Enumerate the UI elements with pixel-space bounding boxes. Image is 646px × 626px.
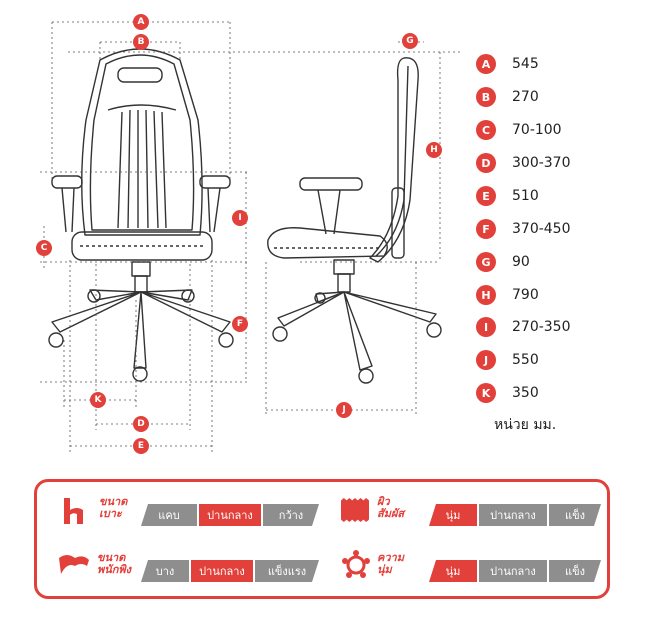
- surface-option-firm: แข็ง: [549, 504, 601, 526]
- dimension-value: 550: [512, 352, 539, 368]
- dimension-marker-e: E: [133, 438, 149, 454]
- legend-row-k: K 350: [476, 381, 539, 405]
- seat-size-label: ขนาดเบาะ: [99, 495, 128, 520]
- surface-option-soft: นุ่ม: [429, 504, 477, 526]
- legend-row-a: A 545: [476, 52, 539, 76]
- legend-row-f: F 370-450: [476, 217, 571, 241]
- legend-row-b: B 270: [476, 85, 539, 109]
- backrest-size-scale: บาง ปานกลาง แข็งแรง: [141, 560, 319, 582]
- softness-label: ความนุ่ม: [377, 551, 404, 576]
- side-view-chair: [267, 57, 442, 384]
- letter-badge: F: [476, 219, 496, 239]
- dimension-value: 790: [512, 287, 539, 303]
- backrest-size-label: ขนาดพนักพิง: [97, 551, 132, 576]
- legend-row-d: D 300-370: [476, 151, 571, 175]
- softness-option-firm: แข็ง: [549, 560, 601, 582]
- surface-scale: นุ่ม ปานกลาง แข็ง: [429, 504, 601, 526]
- surface-icon: [341, 498, 369, 522]
- surface-option-medium: ปานกลาง: [479, 504, 547, 526]
- letter-badge: J: [476, 350, 496, 370]
- seat-size-option-narrow: แคบ: [141, 504, 197, 526]
- letter-badge: I: [476, 317, 496, 337]
- backrest-size-option-strong: แข็งแรง: [255, 560, 319, 582]
- dimension-value: 510: [512, 188, 539, 204]
- dimension-marker-f: F: [232, 316, 248, 332]
- dimension-marker-c: C: [36, 240, 52, 256]
- dimension-marker-i: I: [232, 210, 248, 226]
- dimension-value: 545: [512, 56, 539, 72]
- legend-row-i: I 270-350: [476, 315, 571, 339]
- softness-option-medium: ปานกลาง: [479, 560, 547, 582]
- dimension-value: 370-450: [512, 221, 571, 237]
- letter-badge: D: [476, 153, 496, 173]
- backrest-size-option-medium: ปานกลาง: [191, 560, 253, 582]
- seat-size-scale: แคบ ปานกลาง กว้าง: [141, 504, 319, 526]
- dimension-value: 270: [512, 89, 539, 105]
- seat-size-icon: [64, 498, 83, 524]
- letter-badge: E: [476, 186, 496, 206]
- dimension-marker-j: J: [336, 402, 352, 418]
- letter-badge: K: [476, 383, 496, 403]
- backrest-size-icon: [59, 555, 89, 574]
- dimension-guides: [40, 21, 460, 452]
- seat-size-option-wide: กว้าง: [263, 504, 319, 526]
- softness-option-soft: นุ่ม: [429, 560, 477, 582]
- seat-size-option-medium: ปานกลาง: [199, 504, 261, 526]
- legend-row-j: J 550: [476, 348, 539, 372]
- surface-label: ผิวสัมผัส: [377, 495, 405, 520]
- dimension-value: 70-100: [512, 122, 562, 138]
- dimension-value: 90: [512, 254, 530, 270]
- letter-badge: G: [476, 252, 496, 272]
- dimension-marker-h: H: [426, 142, 442, 158]
- dimension-value: 270-350: [512, 319, 571, 335]
- front-view-chair: [48, 48, 234, 382]
- softness-icon: [342, 550, 370, 578]
- dimension-value: 350: [512, 385, 539, 401]
- dimension-marker-d: D: [133, 416, 149, 432]
- dimension-marker-b: B: [133, 34, 149, 50]
- legend-row-e: E 510: [476, 184, 539, 208]
- dimension-marker-a: A: [133, 14, 149, 30]
- dimension-marker-k: K: [90, 392, 106, 408]
- ratings-panel: ขนาดเบาะ แคบ ปานกลาง กว้าง ผิวสัมผัส นุ่…: [34, 479, 610, 599]
- legend-row-g: G 90: [476, 250, 530, 274]
- softness-scale: นุ่ม ปานกลาง แข็ง: [429, 560, 601, 582]
- dimension-marker-g: G: [402, 33, 418, 49]
- legend-row-c: C 70-100: [476, 118, 562, 142]
- backrest-size-option-thin: บาง: [141, 560, 189, 582]
- legend-row-h: H 790: [476, 283, 539, 307]
- unit-label: หน่วย มม.: [494, 417, 557, 433]
- letter-badge: A: [476, 54, 496, 74]
- letter-badge: H: [476, 285, 496, 305]
- dimension-value: 300-370: [512, 155, 571, 171]
- letter-badge: B: [476, 87, 496, 107]
- letter-badge: C: [476, 120, 496, 140]
